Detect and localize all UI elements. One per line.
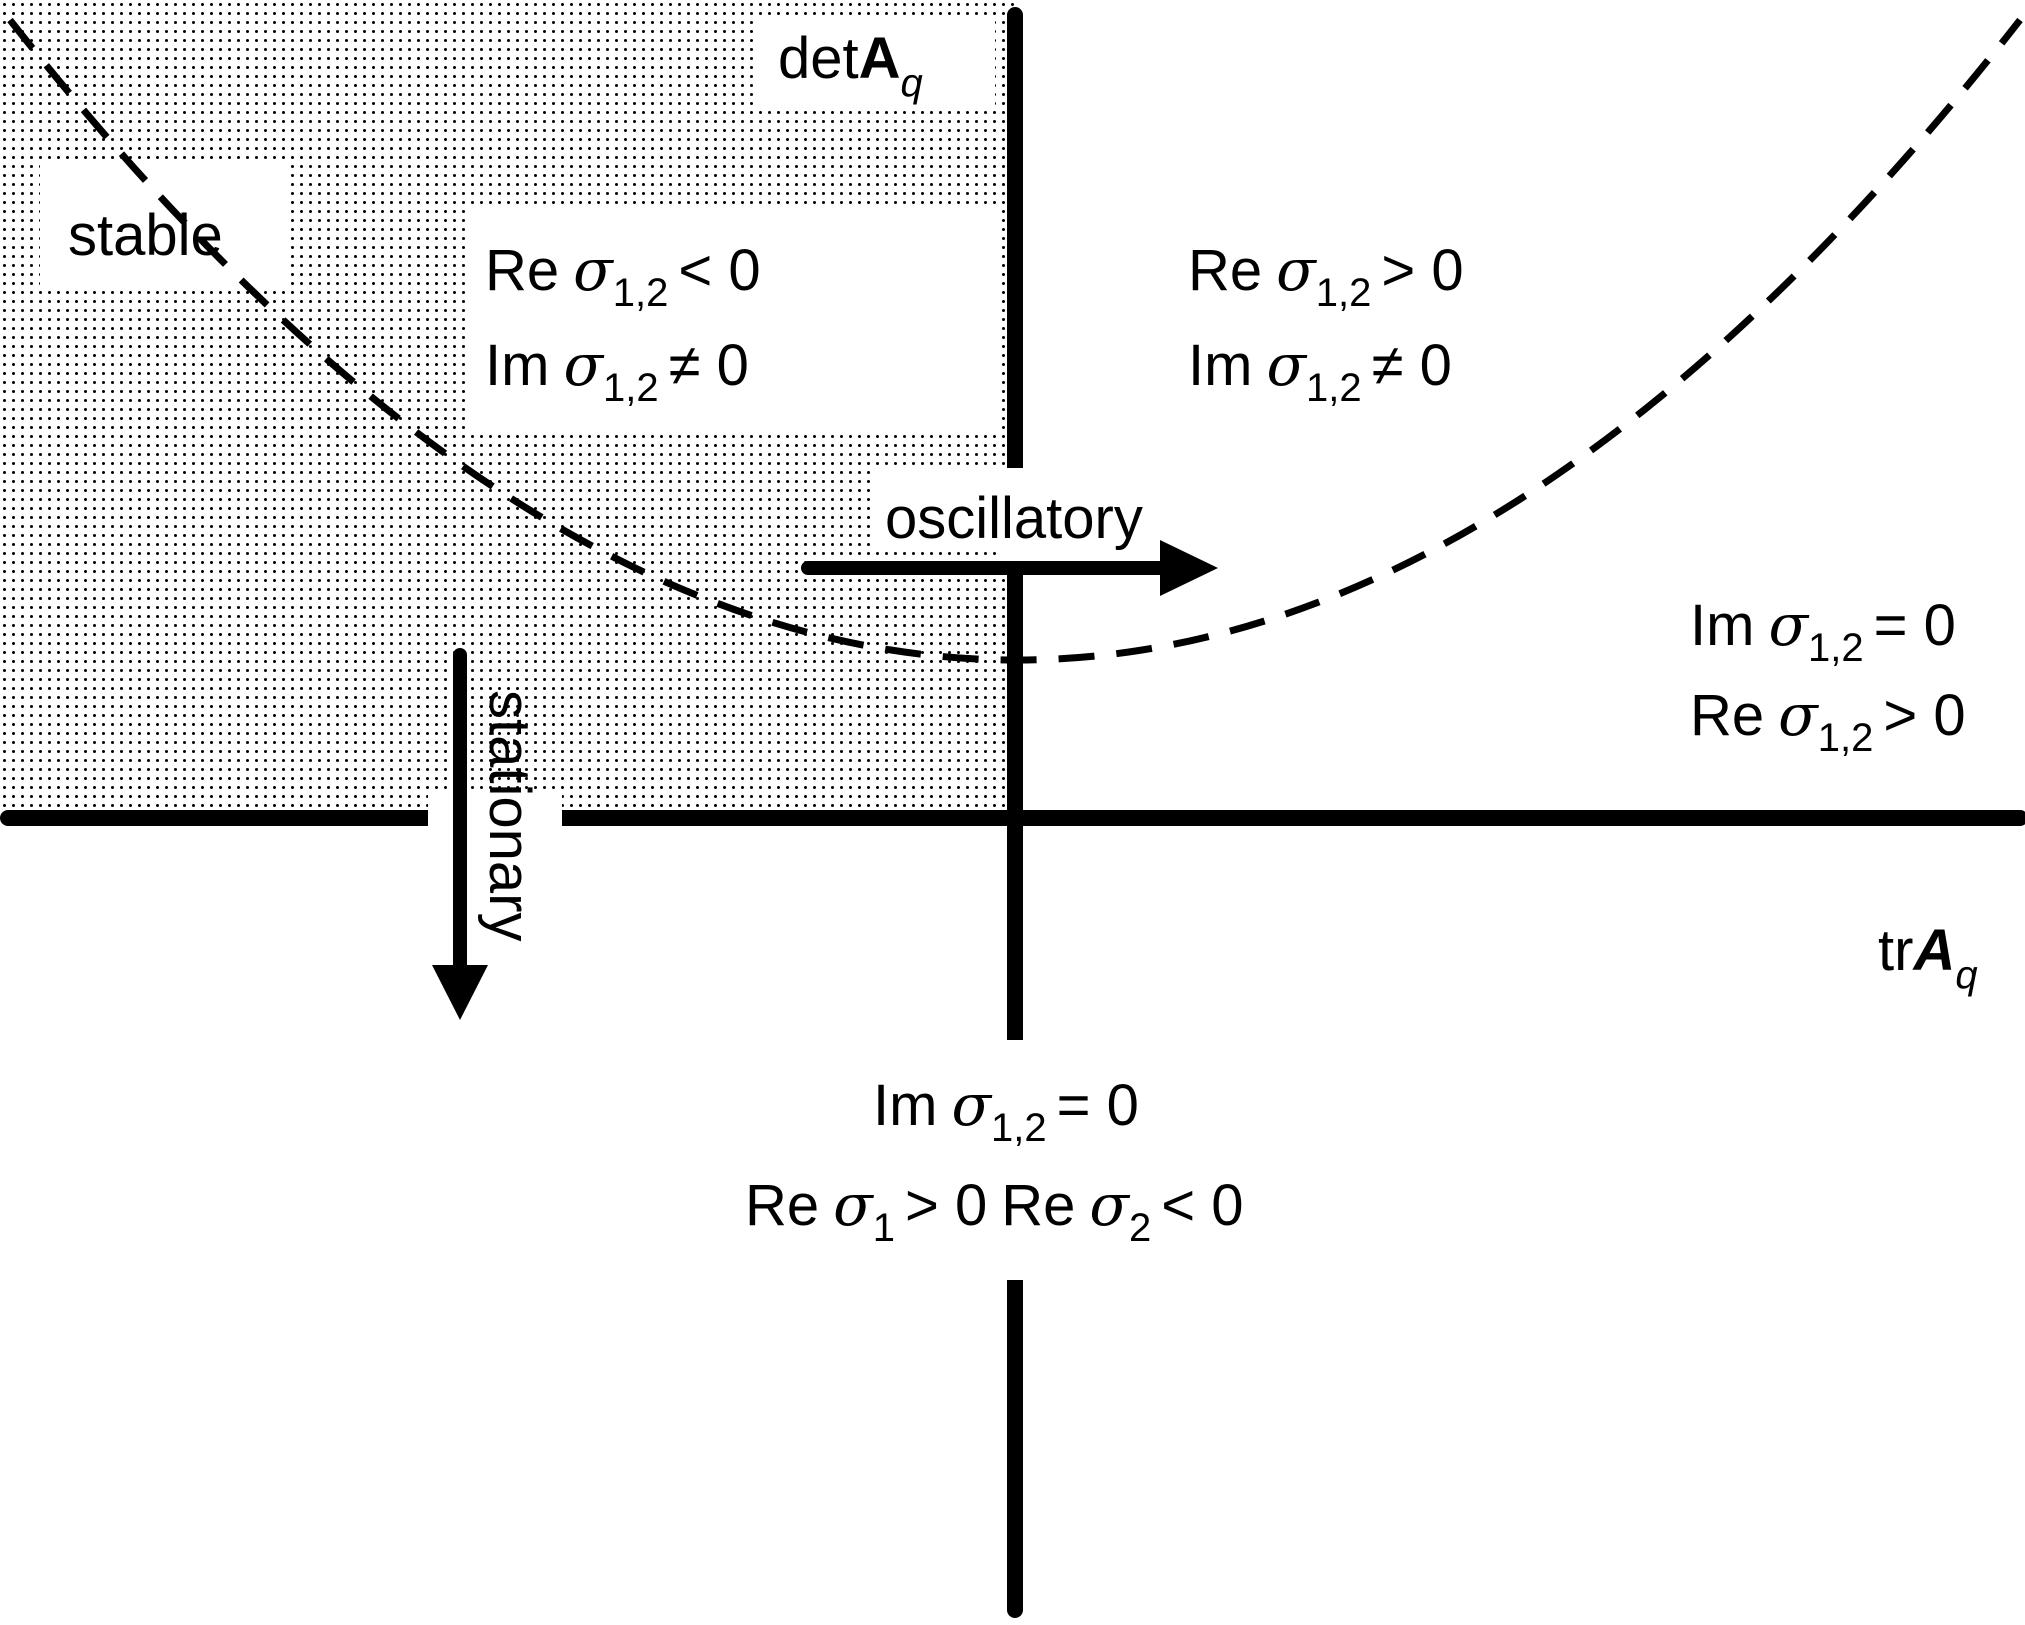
oscillatory-label-bg	[870, 468, 1205, 548]
axis-gap-bottom	[995, 1040, 1035, 1280]
stationary-arrowhead	[432, 965, 488, 1020]
oscillatory-label: oscillatory	[885, 486, 1143, 551]
stationary-label: stationary	[477, 690, 542, 941]
stable-label-bg	[40, 160, 290, 285]
oscillatory-arrowhead	[1160, 540, 1218, 596]
upper-left-label-bg	[470, 205, 1000, 430]
det-axis-label: detAq	[778, 26, 923, 105]
tr-axis-label: trAq	[1878, 918, 1978, 997]
det-label-bg	[755, 15, 995, 110]
stable-label: stable	[68, 203, 223, 268]
axis-gap-stationary	[428, 795, 562, 843]
axis-gap-oscillatory	[998, 468, 1032, 568]
